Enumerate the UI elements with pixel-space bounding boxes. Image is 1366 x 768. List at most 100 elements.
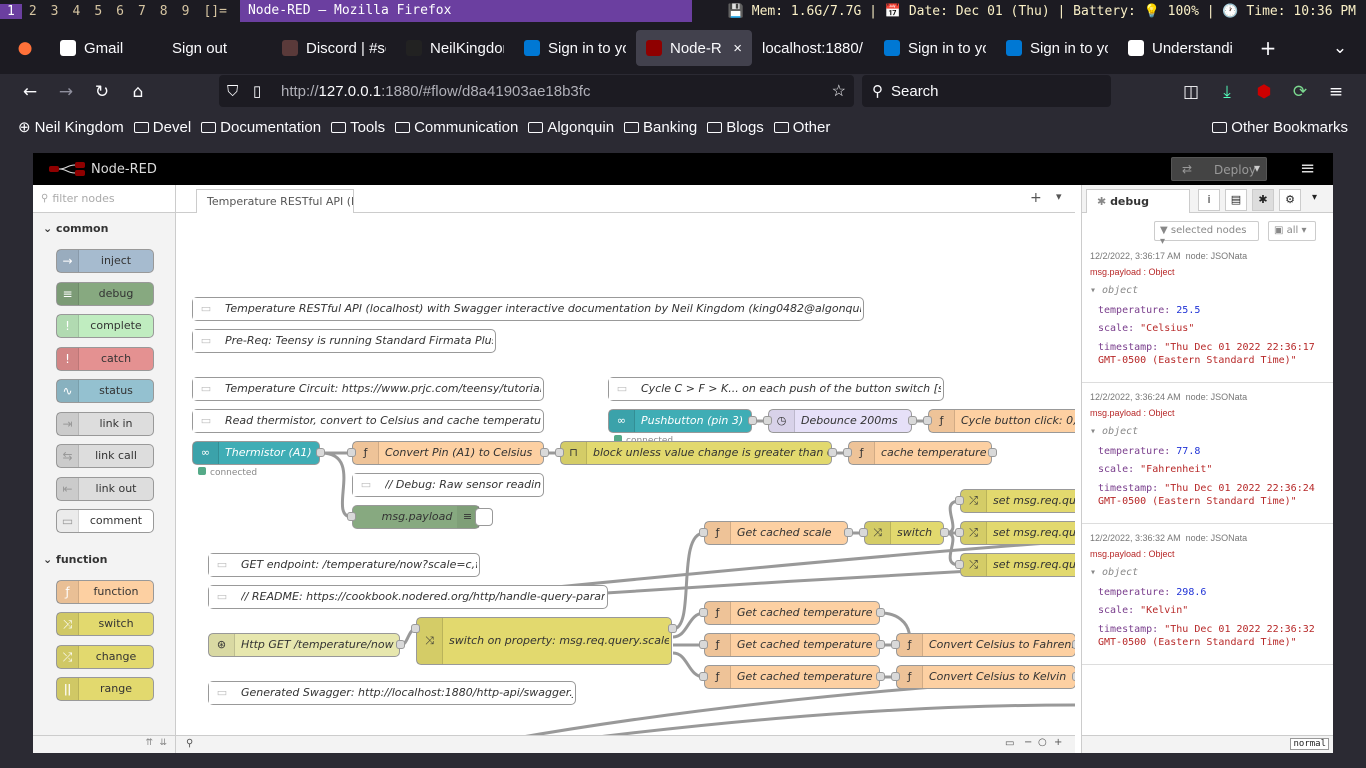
flow-node[interactable]: ⤨switch on property: msg.req.query.scale — [416, 617, 672, 665]
output-port[interactable] — [876, 672, 885, 681]
sidebar-menu-icon[interactable]: ▾ — [1312, 192, 1318, 203]
output-port[interactable] — [396, 640, 405, 649]
palette-node-link-in[interactable]: ⇥link in — [56, 411, 154, 436]
flow-comment[interactable]: ▭Temperature Circuit: https://www.prjc.c… — [192, 377, 544, 401]
pocket-icon[interactable]: ◫ — [1182, 82, 1200, 102]
workspace[interactable]: Temperature RESTful API (l + ▾ ▭Temperat… — [176, 185, 1075, 753]
input-port[interactable] — [891, 672, 900, 681]
input-port[interactable] — [347, 512, 356, 521]
flow-comment[interactable]: ▭Temperature RESTful API (localhost) wit… — [192, 297, 864, 321]
forward-icon[interactable]: → — [58, 82, 74, 102]
input-port[interactable] — [891, 640, 900, 649]
bookmark-folder-other[interactable]: Other — [773, 119, 830, 136]
navigator-icon[interactable]: ▭ — [1005, 738, 1015, 749]
input-port[interactable] — [955, 560, 964, 569]
palette-filter[interactable]: ⚲ filter nodes — [33, 185, 175, 213]
flow-node[interactable]: ⊛Http GET /temperature/now — [208, 633, 400, 657]
workspace-7[interactable]: 7 — [137, 3, 146, 19]
flow-node[interactable]: ⤮set msg.req.query.scale — [960, 553, 1075, 577]
output-port[interactable] — [908, 416, 917, 425]
workspace-1[interactable]: 1 — [0, 3, 22, 19]
tab-6[interactable]: localhost:1880/ — [752, 30, 874, 66]
palette-category-common[interactable]: ⌄ common — [33, 219, 175, 239]
flow-node[interactable]: ≡msg.payload — [352, 505, 493, 529]
info-icon[interactable]: i — [1198, 189, 1220, 211]
flow-node[interactable]: ⤮set msg.req.query.scale — [960, 489, 1075, 513]
page-icon[interactable]: ▯ — [253, 83, 262, 100]
bookmark-folder-tools[interactable]: Tools — [331, 119, 385, 136]
downloads-icon[interactable]: ⤓ — [1223, 82, 1231, 102]
search-bar[interactable]: ⚲ Search — [862, 75, 1111, 107]
tab-9[interactable]: Understandi — [1118, 30, 1244, 66]
search-flows-icon[interactable]: ⚲ — [186, 738, 194, 749]
shield-icon[interactable]: ⛉ — [227, 82, 239, 100]
palette-node-link-out[interactable]: ⇤link out — [56, 476, 154, 501]
bookmark-folder-blogs[interactable]: Blogs — [707, 119, 764, 136]
flow-comment[interactable]: ▭// README: https://cookbook.nodered.org… — [208, 585, 608, 609]
flow-node[interactable]: ◷Debounce 200ms — [768, 409, 912, 433]
tab-flow-temperature[interactable]: Temperature RESTful API (l — [196, 189, 354, 213]
flow-list-icon[interactable]: ▾ — [1056, 190, 1062, 203]
bookmark-folder-banking[interactable]: Banking — [624, 119, 697, 136]
tab-debug[interactable]: ✱ debug — [1086, 189, 1190, 213]
palette-node-inject[interactable]: →inject — [56, 249, 154, 273]
collapse-all-icon[interactable]: ⇈ — [145, 738, 153, 748]
help-book-icon[interactable]: ▤ — [1225, 189, 1247, 211]
input-port[interactable] — [843, 448, 852, 457]
palette-node-debug[interactable]: ≡debug — [56, 281, 154, 306]
tab-0[interactable]: Gmail — [50, 30, 162, 66]
settings-gear-icon[interactable]: ⚙ — [1279, 189, 1301, 211]
workspace-8[interactable]: 8 — [159, 3, 168, 19]
flow-comment[interactable]: ▭// Debug: Raw sensor reading — [352, 473, 544, 497]
flow-comment[interactable]: ▭Read thermistor, convert to Celsius and… — [192, 409, 544, 433]
reload-icon[interactable]: ↻ — [94, 82, 110, 102]
firefox-icon[interactable]: ● — [17, 38, 33, 58]
flow-node[interactable]: ⤮set msg.req.query.scale — [960, 521, 1075, 545]
palette-node-switch[interactable]: ⤨switch — [56, 612, 154, 636]
bookmark-folder-devel[interactable]: Devel — [133, 119, 191, 136]
object-toggle[interactable]: ▾ object — [1090, 567, 1326, 578]
debug-mode-badge[interactable]: normal — [1290, 738, 1329, 750]
workspace-3[interactable]: 3 — [50, 3, 59, 19]
debug-filter-selected[interactable]: ▼ selected nodes ▾ — [1154, 221, 1259, 247]
output-port[interactable] — [316, 448, 325, 457]
output-port[interactable] — [844, 528, 853, 537]
tab-1[interactable]: Sign out — [162, 30, 272, 66]
output-port[interactable] — [540, 448, 549, 457]
message-node[interactable]: node: JSONata — [1185, 533, 1248, 543]
bookmark-neil-kingdom[interactable]: ⊕Neil Kingdom — [18, 118, 124, 137]
object-toggle[interactable]: ▾ object — [1090, 285, 1326, 296]
palette-node-complete[interactable]: !complete — [56, 314, 154, 338]
tab-2[interactable]: Discord | #sc — [272, 30, 396, 66]
zoom-out-icon[interactable]: − — [1024, 737, 1033, 748]
input-port[interactable] — [699, 608, 708, 617]
tab-7[interactable]: Sign in to yo — [874, 30, 996, 66]
debug-clear-all[interactable]: ▣ all ▾ — [1268, 221, 1316, 241]
workspace-2[interactable]: 2 — [28, 3, 37, 19]
menu-icon[interactable]: ≡ — [1328, 82, 1344, 102]
input-port[interactable] — [955, 496, 964, 505]
input-port[interactable] — [763, 416, 772, 425]
bookmark-folder-algonquin[interactable]: Algonquin — [528, 119, 614, 136]
palette-node-catch[interactable]: !catch — [56, 346, 154, 371]
flow-comment[interactable]: ▭Cycle C > F > K... on each push of the … — [608, 377, 944, 401]
deploy-button[interactable]: ⇄ Deploy ▾ — [1171, 157, 1267, 181]
new-tab-icon[interactable]: + — [1259, 36, 1277, 60]
list-tabs-icon[interactable]: ⌄ — [1332, 38, 1348, 58]
url-bar[interactable]: ⛉ ▯ http://127.0.0.1:1880/#flow/d8a41903… — [219, 75, 854, 107]
workspace-4[interactable]: 4 — [72, 3, 81, 19]
close-tab-icon[interactable]: × — [733, 39, 742, 57]
output-port[interactable] — [1072, 640, 1075, 649]
flow-node[interactable]: ⊓block unless value change is greater th… — [560, 441, 832, 465]
bookmark-star-icon[interactable]: ☆ — [831, 83, 846, 100]
message-node[interactable]: node: JSONata — [1185, 251, 1248, 261]
zoom-in-icon[interactable]: + — [1054, 737, 1063, 748]
home-icon[interactable]: ⌂ — [132, 82, 144, 102]
